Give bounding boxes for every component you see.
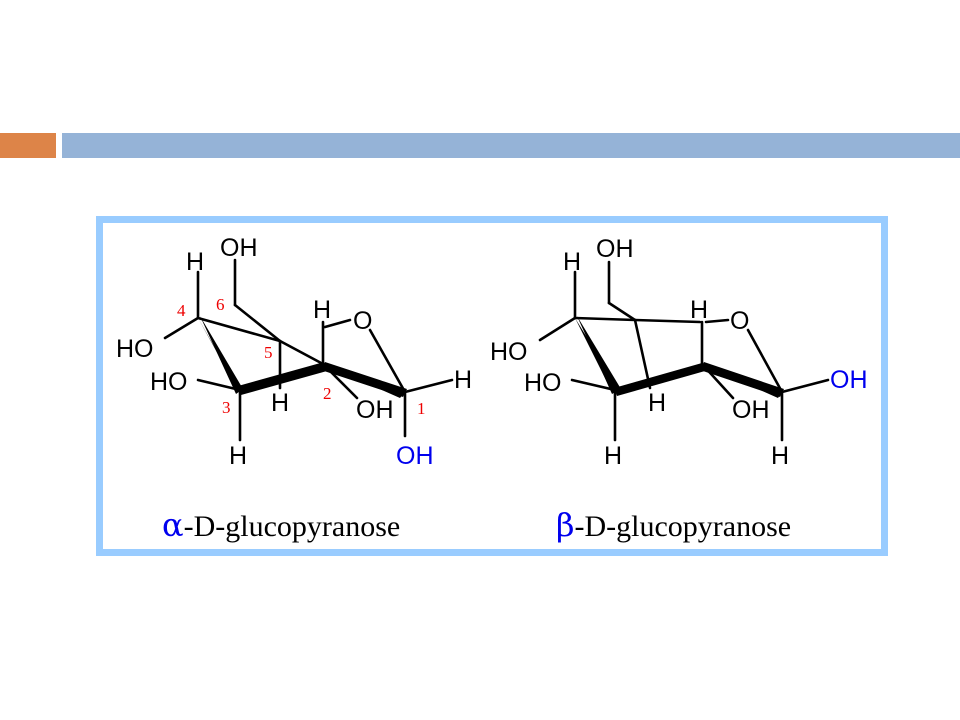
alpha-bond-c5-c6	[233, 303, 282, 343]
beta-bond-c4-c5	[573, 316, 637, 322]
beta-bond-c5-c6	[607, 301, 637, 322]
alpha-caption-text: -D-glucopyranose	[184, 510, 401, 543]
alpha-carbon-number-2: 2	[323, 384, 332, 403]
beta-atom-h-c2: H	[648, 389, 666, 417]
beta-bond-c1-oh	[780, 378, 830, 394]
alpha-atom-h-top: H	[186, 248, 204, 276]
alpha-carbon-number-1: 1	[417, 399, 426, 418]
title-bar-accent	[0, 133, 56, 158]
beta-bond-c5-h	[633, 318, 652, 390]
beta-wedge-c4-c3b	[577, 316, 621, 394]
alpha-wedge-c2-c1b	[321, 362, 407, 397]
alpha-bond-c4-c5	[196, 316, 282, 343]
alpha-atom-ho-c4: HO	[116, 335, 154, 363]
alpha-greek: α	[162, 506, 184, 544]
beta-bond-c5-o	[704, 318, 730, 324]
alpha-atom-o-ring: O	[353, 307, 372, 335]
alpha-bond-c1-h	[403, 378, 454, 394]
alpha-carbon-number-5: 5	[264, 343, 273, 362]
alpha-atom-h-c5: H	[313, 296, 331, 324]
alpha-bold-c3-c2	[238, 362, 327, 395]
beta-atom-h-c3: H	[604, 442, 622, 470]
alpha-atom-h-c3: H	[229, 442, 247, 470]
alpha-carbon-number-3: 3	[222, 398, 231, 417]
alpha-atom-oh-anomeric: OH	[396, 442, 434, 470]
alpha-atom-ho-c3: HO	[150, 368, 188, 396]
beta-wedge-c2-c1b	[700, 362, 784, 397]
beta-bond-c4-oh	[538, 316, 577, 342]
alpha-bond-c3-oh	[196, 378, 242, 392]
beta-caption-text: -D-glucopyranose	[575, 510, 792, 543]
beta-atom-o-ring: O	[730, 307, 749, 335]
alpha-bond-c5-c-back	[278, 339, 325, 366]
alpha-bond-c4-oh	[163, 316, 200, 340]
beta-atom-h-c5: H	[690, 296, 708, 324]
alpha-bond-c1-o	[368, 328, 407, 394]
beta-bond-c5-back	[633, 318, 702, 324]
beta-caption: β-D-glucopyranose	[556, 506, 791, 544]
beta-atom-oh-c2: OH	[732, 396, 770, 424]
alpha-bond-c2-oh	[321, 362, 359, 400]
beta-bond-c1-o	[746, 328, 784, 394]
alpha-carbon-number-6: 6	[216, 295, 225, 314]
beta-atom-ho-c3: HO	[524, 369, 562, 397]
alpha-structure: H OH H O HO HO H OH H H OH 1 2 3 4 5 6 α…	[116, 234, 472, 544]
beta-atom-ho-c4: HO	[490, 338, 528, 366]
beta-structure: H OH H O HO HO H OH OH H H β-D-glucopyra…	[490, 235, 868, 544]
beta-bond-c3-oh	[570, 378, 617, 392]
beta-atom-h-top: H	[563, 248, 581, 276]
beta-atom-oh-anomeric: OH	[830, 366, 868, 394]
alpha-atom-oh-top: OH	[220, 234, 258, 262]
alpha-carbon-number-4: 4	[177, 301, 186, 320]
alpha-wedge-c4-c3b	[200, 316, 243, 394]
alpha-bond-c5-o	[323, 318, 352, 329]
beta-atom-h-c1: H	[771, 442, 789, 470]
beta-bold-c3-c2	[614, 363, 705, 396]
beta-bond-c2-oh	[700, 362, 735, 400]
alpha-atom-oh-c2: OH	[356, 396, 394, 424]
beta-greek: β	[556, 506, 575, 544]
beta-atom-oh-top: OH	[596, 235, 634, 263]
alpha-atom-h-c2: H	[271, 389, 289, 417]
alpha-caption: α-D-glucopyranose	[162, 506, 400, 544]
title-bar	[62, 133, 960, 158]
alpha-atom-h-c1: H	[454, 366, 472, 394]
